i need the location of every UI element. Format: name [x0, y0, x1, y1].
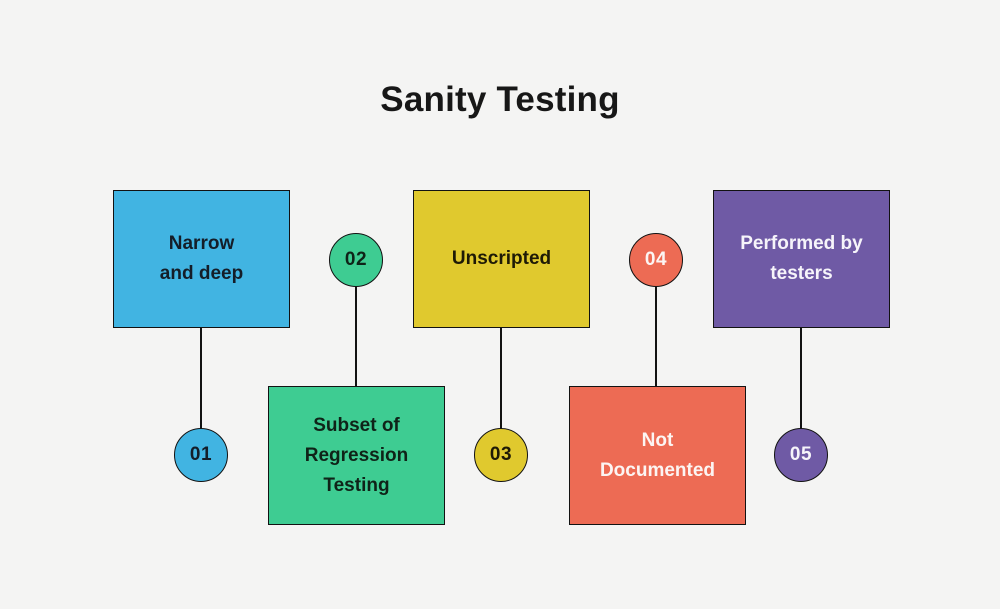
box-performed-by-testers: Performed by testers: [713, 190, 890, 328]
connector-1: [200, 328, 202, 429]
connector-3: [500, 328, 502, 429]
diagram-title: Sanity Testing: [380, 80, 620, 119]
box-not-documented: Not Documented: [569, 386, 746, 525]
connector-4: [655, 286, 657, 387]
box-unscripted: Unscripted: [413, 190, 590, 328]
connector-5: [800, 328, 802, 429]
connector-2: [355, 286, 357, 387]
box-not-documented-label: Not Documented: [599, 429, 716, 481]
badge-03-label: 03: [489, 444, 513, 465]
badge-04: 04: [629, 233, 683, 287]
badge-02: 02: [329, 233, 383, 287]
badge-05-label: 05: [789, 444, 813, 465]
box-unscripted-label: Unscripted: [451, 248, 552, 269]
box-subset-of-regression-testing-label: Subset of Regression Testing: [304, 414, 409, 496]
badge-03: 03: [474, 428, 528, 482]
badge-01: 01: [174, 428, 228, 482]
box-narrow-and-deep: Narrow and deep: [113, 190, 290, 328]
box-subset-of-regression-testing: Subset of Regression Testing: [268, 386, 445, 525]
badge-05: 05: [774, 428, 828, 482]
badge-04-label: 04: [644, 249, 668, 270]
box-performed-by-testers-label: Performed by testers: [740, 233, 863, 284]
badge-02-label: 02: [344, 249, 368, 270]
badge-01-label: 01: [189, 444, 213, 465]
box-narrow-and-deep-label: Narrow and deep: [159, 233, 244, 284]
